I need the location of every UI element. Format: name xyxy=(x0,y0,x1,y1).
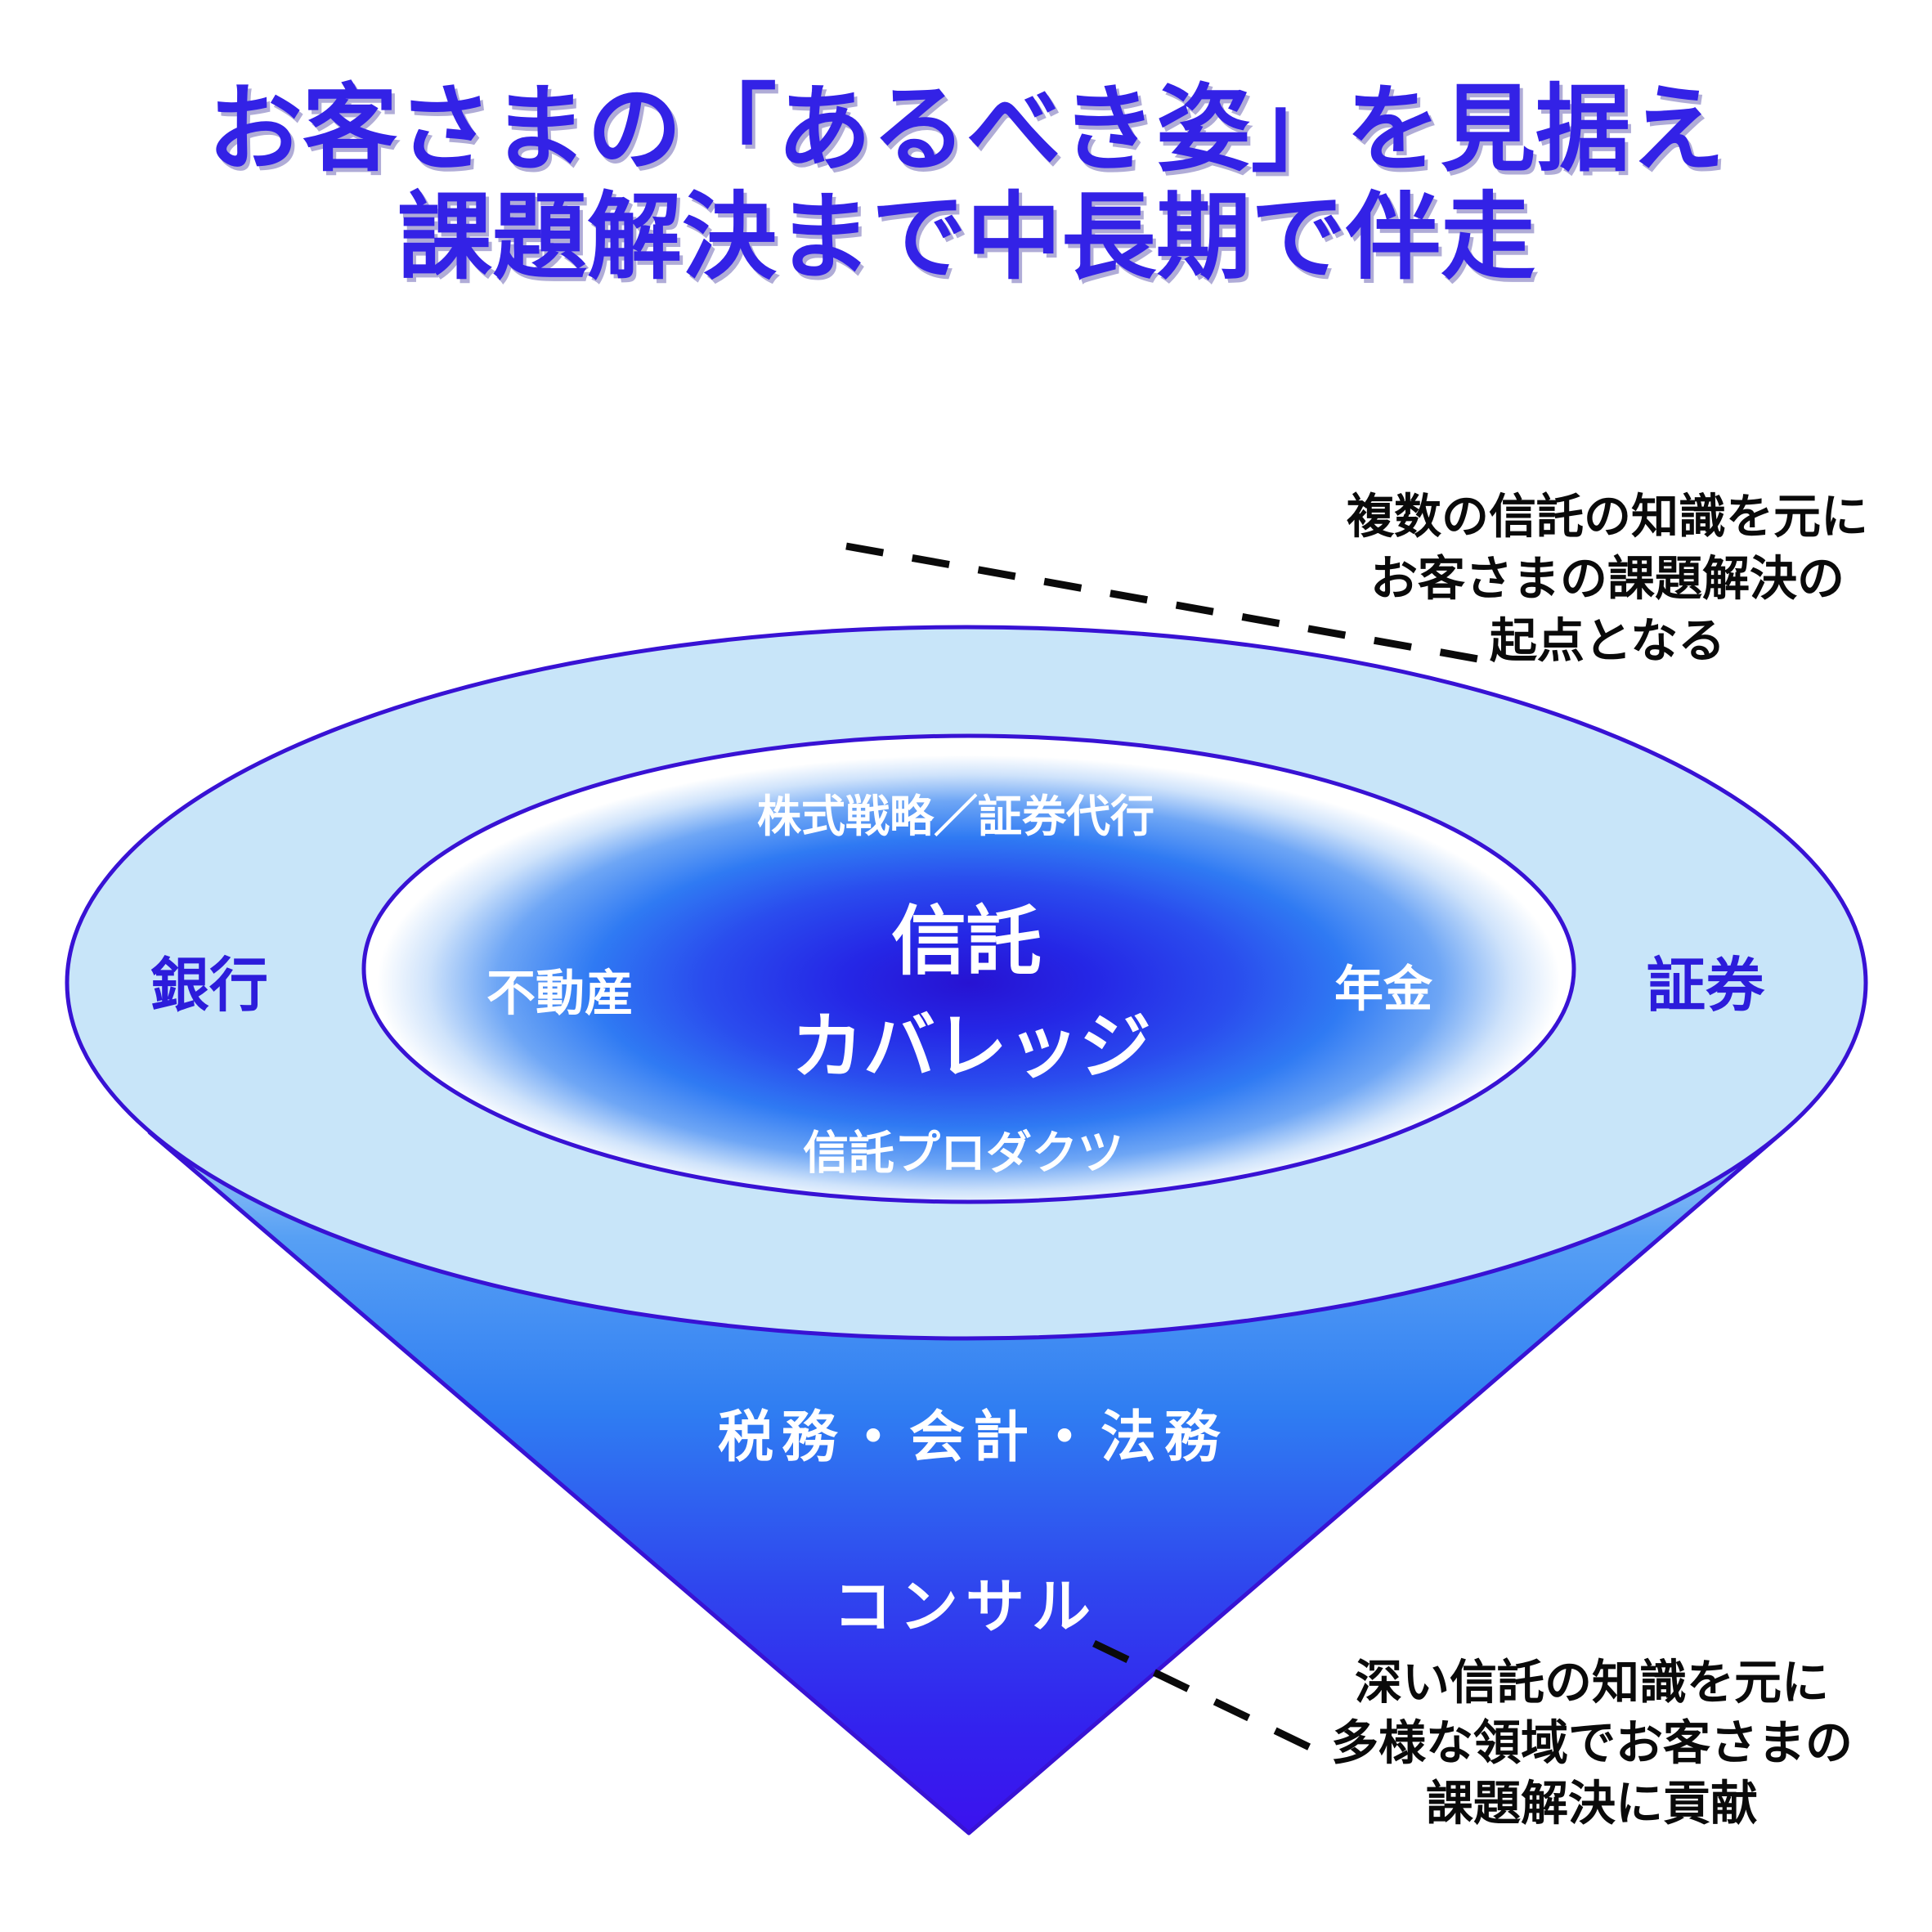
label-trust-coverage-line-2: カバレッジ xyxy=(791,1006,1151,1087)
annotation-top-right-line-3: 起点となる xyxy=(1490,615,1725,668)
label-bank: 銀行 xyxy=(150,953,268,1019)
page-title-line-2: 課題解決まで中長期で伴走 xyxy=(397,184,1535,290)
annotation-top-right-line-2: お客さまの課題解決の xyxy=(1370,553,1845,606)
annotation-bottom-right-line-2: 多様な領域でお客さまの xyxy=(1331,1717,1853,1770)
label-trust-coverage-line-1: 信託 xyxy=(891,900,1042,984)
page-title-line-1: お客さまの「あるべき姿」を見据え xyxy=(208,76,1725,182)
inner-ellipse xyxy=(361,733,1576,1204)
annotation-bottom-right-line-3: 課題解決に貢献 xyxy=(1426,1777,1758,1831)
annotation-top-right-line-1: 複数の信託の知識を元に xyxy=(1347,491,1868,544)
label-stock-strategy-agency: 株式戦略／証券代行 xyxy=(757,792,1154,841)
annotation-bottom-right: 深い信託の知識を元に 多様な領域でお客さまの 課題解決に貢献 xyxy=(1331,1656,1853,1831)
label-pension: 年金 xyxy=(1334,962,1433,1017)
label-consulting: コンサル xyxy=(833,1575,1098,1640)
label-real-estate: 不動産 xyxy=(486,966,634,1021)
annotation-top-right: 複数の信託の知識を元に お客さまの課題解決の 起点となる xyxy=(1347,491,1868,668)
label-securities: 証券 xyxy=(1647,953,1765,1019)
dashed-connector-bottom xyxy=(1092,1639,1316,1754)
annotation-bottom-right-line-1: 深い信託の知識を元に xyxy=(1355,1656,1829,1710)
label-trust-products: 信託プロダクツ xyxy=(803,1127,1123,1179)
label-tax-accounting-legal: 税務・会計・法務 xyxy=(718,1406,1228,1468)
